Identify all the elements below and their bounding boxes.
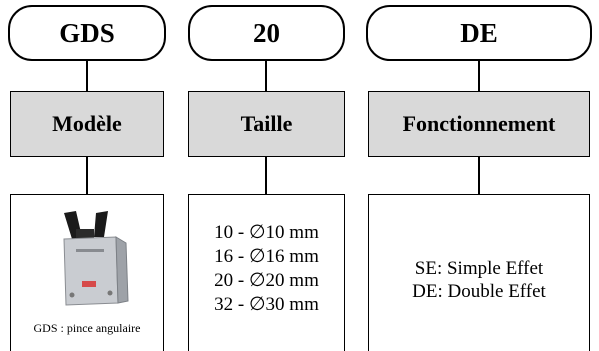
connector-model-top [86,61,88,91]
label-box-model: Modèle [10,91,164,157]
content-box-model: GDS : pince angulaire [10,194,164,351]
size-option: 16 - ∅16 mm [214,246,319,267]
label-box-operation: Fonctionnement [368,91,590,157]
mode-option: DE: Double Effet [412,281,546,302]
angular-gripper-icon [63,211,129,306]
connector-operation-top [478,61,480,91]
size-option: 10 - ∅10 mm [214,222,319,243]
label-model: Modèle [52,111,122,136]
connector-size-top [265,61,267,91]
label-size: Taille [240,111,293,136]
model-caption: GDS : pince angulaire [33,321,141,335]
code-pill-model: GDS [8,5,166,61]
label-operation: Fonctionnement [402,111,556,136]
code-value-size: 20 [253,17,280,48]
code-value-operation: DE [460,17,498,48]
code-pill-operation: DE [366,5,592,61]
connector-operation-bottom [478,157,480,194]
size-option: 32 - ∅30 mm [214,294,319,315]
content-box-size: 10 - ∅10 mm 16 - ∅16 mm 20 - ∅20 mm 32 -… [188,194,345,351]
size-list: 10 - ∅10 mm 16 - ∅16 mm 20 - ∅20 mm 32 -… [189,221,344,317]
connector-model-bottom [86,157,88,194]
content-box-operation: SE: Simple Effet DE: Double Effet [368,194,590,351]
label-box-size: Taille [188,91,345,157]
code-pill-size: 20 [188,5,345,61]
mode-list: SE: Simple Effet DE: Double Effet [369,257,589,303]
code-value-model: GDS [59,17,115,48]
mode-option: SE: Simple Effet [414,258,544,279]
connector-size-bottom [265,157,267,194]
size-option: 20 - ∅20 mm [214,270,319,291]
